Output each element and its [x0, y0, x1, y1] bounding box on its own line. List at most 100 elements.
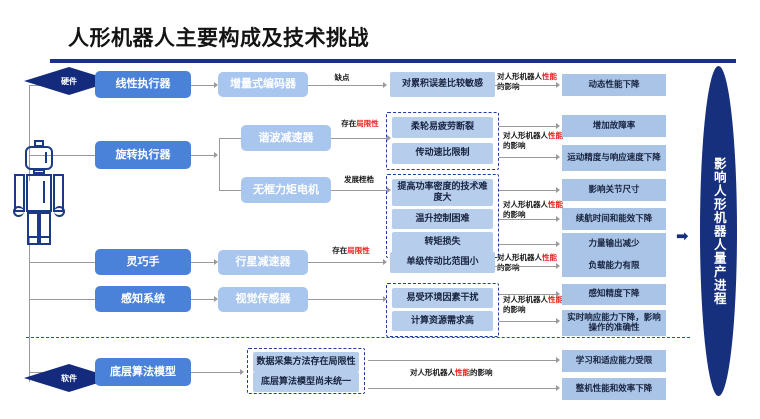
issue-label: 传动速比限制 — [415, 148, 470, 159]
outcome-label: 续航时间和能效下降 — [575, 213, 653, 224]
arrow-rotary — [214, 152, 218, 158]
outcome-motor-0[interactable]: 影响关节尺寸 — [562, 179, 666, 201]
trunk-line-upper — [29, 85, 30, 181]
issue-motor-1[interactable]: 温升控制困难 — [392, 209, 493, 229]
issue-harmonic-0[interactable]: 柔轮易疲劳断裂 — [392, 117, 493, 138]
arrow-out-motor-2 — [556, 241, 560, 247]
outcome-encoder-0[interactable]: 动态性能下降 — [562, 74, 666, 96]
outcome-label: 感知精度下降 — [588, 289, 640, 300]
outcome-vision-0[interactable]: 感知精度下降 — [562, 284, 666, 305]
outcome-vision-1[interactable]: 实时响应能力下降，影响操作的准确性 — [562, 310, 666, 336]
impact-label-harmonic: 对人形机器人性能的影响 — [503, 131, 563, 151]
connector-linear — [191, 85, 215, 86]
arrow-harmonic-issue — [387, 135, 391, 141]
line-out-harmonic-1 — [499, 157, 557, 158]
arrow-out-motor-0 — [556, 187, 560, 193]
part-label: 行星减速器 — [235, 255, 291, 269]
issue-motor-0[interactable]: 提高功率密度的技术难度大 — [392, 179, 493, 206]
line-out-encoder-0 — [495, 85, 557, 86]
arrow-out-motor-1 — [556, 216, 560, 222]
outcome-label: 整机性能和效率下降 — [575, 383, 653, 394]
issue-algorithm-0[interactable]: 数据采集方法存在局限性 — [253, 352, 359, 372]
component-rotary-actuator[interactable]: 旋转执行器 — [95, 141, 191, 169]
arrow-encoder-issue — [383, 82, 387, 88]
issue-group-vision — [386, 283, 499, 337]
outcome-planetary-0[interactable]: 负载能力有限 — [562, 255, 666, 277]
line-out-vision-1 — [499, 321, 557, 322]
outcome-harmonic-1[interactable]: 运动精度与响应速度下降 — [562, 145, 666, 171]
line-out-motor-2 — [499, 244, 557, 245]
arrow-linear — [214, 82, 218, 88]
issue-label: 计算资源需求高 — [410, 315, 474, 326]
outcome-motor-2[interactable]: 力量输出减少 — [562, 233, 666, 255]
issue-label: 对累积误差比较敏感 — [401, 79, 483, 90]
connector-algorithm — [191, 372, 241, 373]
issue-motor-2[interactable]: 转矩损失 — [392, 232, 493, 253]
label-limitation-harmonic-hot: 局限性 — [356, 119, 379, 128]
badge-software-label: 软件 — [61, 373, 77, 383]
issue-label: 柔轮易疲劳断裂 — [410, 122, 474, 133]
rotary-fork-bottom — [219, 190, 241, 191]
outcome-label: 影响关节尺寸 — [588, 184, 640, 195]
title-underline-rule — [50, 59, 736, 63]
issue-algorithm-1[interactable]: 底层算法模型尚未统一 — [253, 372, 359, 392]
outcome-label: 力量输出减少 — [588, 238, 640, 249]
arrow-vision-issue — [383, 296, 387, 302]
trunk-line-lower — [29, 236, 30, 382]
outcome-harmonic-0[interactable]: 增加故障率 — [562, 115, 666, 137]
part-harmonic-reducer[interactable]: 谐波减速器 — [241, 125, 331, 151]
arrow-out-harmonic-1 — [556, 154, 560, 160]
issue-label: 底层算法模型尚未统一 — [260, 376, 351, 387]
part-label: 增量式编码器 — [230, 77, 296, 91]
line-out-algorithm-1 — [368, 388, 557, 389]
impact-label-motor: 对人形机器人性能的影响 — [503, 200, 563, 220]
issue-vision-0[interactable]: 易受环境因素干扰 — [392, 288, 493, 308]
arrow-algorithm — [240, 369, 244, 375]
outcome-algorithm-1[interactable]: 整机性能和效率下降 — [562, 378, 666, 400]
branch-line-hand — [29, 262, 95, 263]
part-incremental-encoder[interactable]: 增量式编码器 — [218, 72, 308, 97]
label-limitation-planetary-hot: 局限性 — [347, 246, 370, 255]
part-planetary-reducer[interactable]: 行星减速器 — [218, 250, 308, 275]
arrow-sensing — [214, 296, 218, 302]
issue-label: 温升控制困难 — [415, 213, 470, 224]
component-label: 底层算法模型 — [110, 364, 176, 378]
component-dexterous-hand[interactable]: 灵巧手 — [95, 249, 191, 275]
right-arrow-icon: ➡ — [676, 227, 689, 245]
issue-encoder-0[interactable]: 对累积误差比较敏感 — [390, 72, 495, 97]
connector-rotary — [191, 155, 215, 156]
part-frameless-torque-motor[interactable]: 无框力矩电机 — [241, 177, 331, 203]
impact-label-algorithm: 对人形机器人性能的影响 — [410, 368, 493, 377]
component-linear-actuator[interactable]: 线性执行器 — [95, 71, 191, 98]
component-label: 旋转执行器 — [115, 147, 171, 161]
label-limitation-harmonic: 存在局限性 — [341, 119, 379, 128]
arrow-out-algorithm-1 — [556, 385, 560, 391]
component-perception-system[interactable]: 感知系统 — [95, 286, 191, 312]
rotary-fork-vline — [219, 138, 220, 190]
humanoid-robot-icon — [12, 140, 74, 245]
badge-hardware-label: 硬件 — [61, 76, 77, 86]
line-encoder-issue — [308, 85, 384, 86]
label-defect-encoder: 缺点 — [334, 73, 350, 82]
issue-label: 单级传动比范围小 — [406, 257, 479, 268]
issue-label: 提高功率密度的技术难度大 — [397, 181, 488, 203]
part-vision-sensor[interactable]: 视觉传感器 — [218, 287, 308, 312]
line-harmonic-issue — [331, 138, 388, 139]
outcome-label: 动态性能下降 — [588, 79, 640, 90]
connector-hand — [191, 262, 215, 263]
arrow-hand — [214, 259, 218, 265]
component-base-algorithm-model[interactable]: 底层算法模型 — [95, 358, 191, 386]
arrow-out-encoder-0 — [556, 82, 560, 88]
line-out-motor-0 — [499, 190, 557, 191]
impact-label-vision: 对人形机器人性能的影响 — [503, 295, 563, 315]
arrow-out-planetary-0 — [556, 263, 560, 269]
conclusion-ellipse: 影响人形机器人量产进程 — [700, 66, 737, 396]
outcome-motor-1[interactable]: 续航时间和能效下降 — [562, 208, 666, 230]
issue-harmonic-1[interactable]: 传动速比限制 — [392, 143, 493, 164]
issue-planetary-0[interactable]: 单级传动比范围小 — [390, 252, 495, 273]
outcome-label: 学习和适应能力受限 — [575, 355, 653, 366]
arrow-out-algorithm-0 — [556, 357, 560, 363]
issue-vision-1[interactable]: 计算资源需求高 — [392, 311, 493, 331]
outcome-algorithm-0[interactable]: 学习和适应能力受限 — [562, 350, 666, 372]
outcome-label: 运动精度与响应速度下降 — [567, 152, 661, 163]
